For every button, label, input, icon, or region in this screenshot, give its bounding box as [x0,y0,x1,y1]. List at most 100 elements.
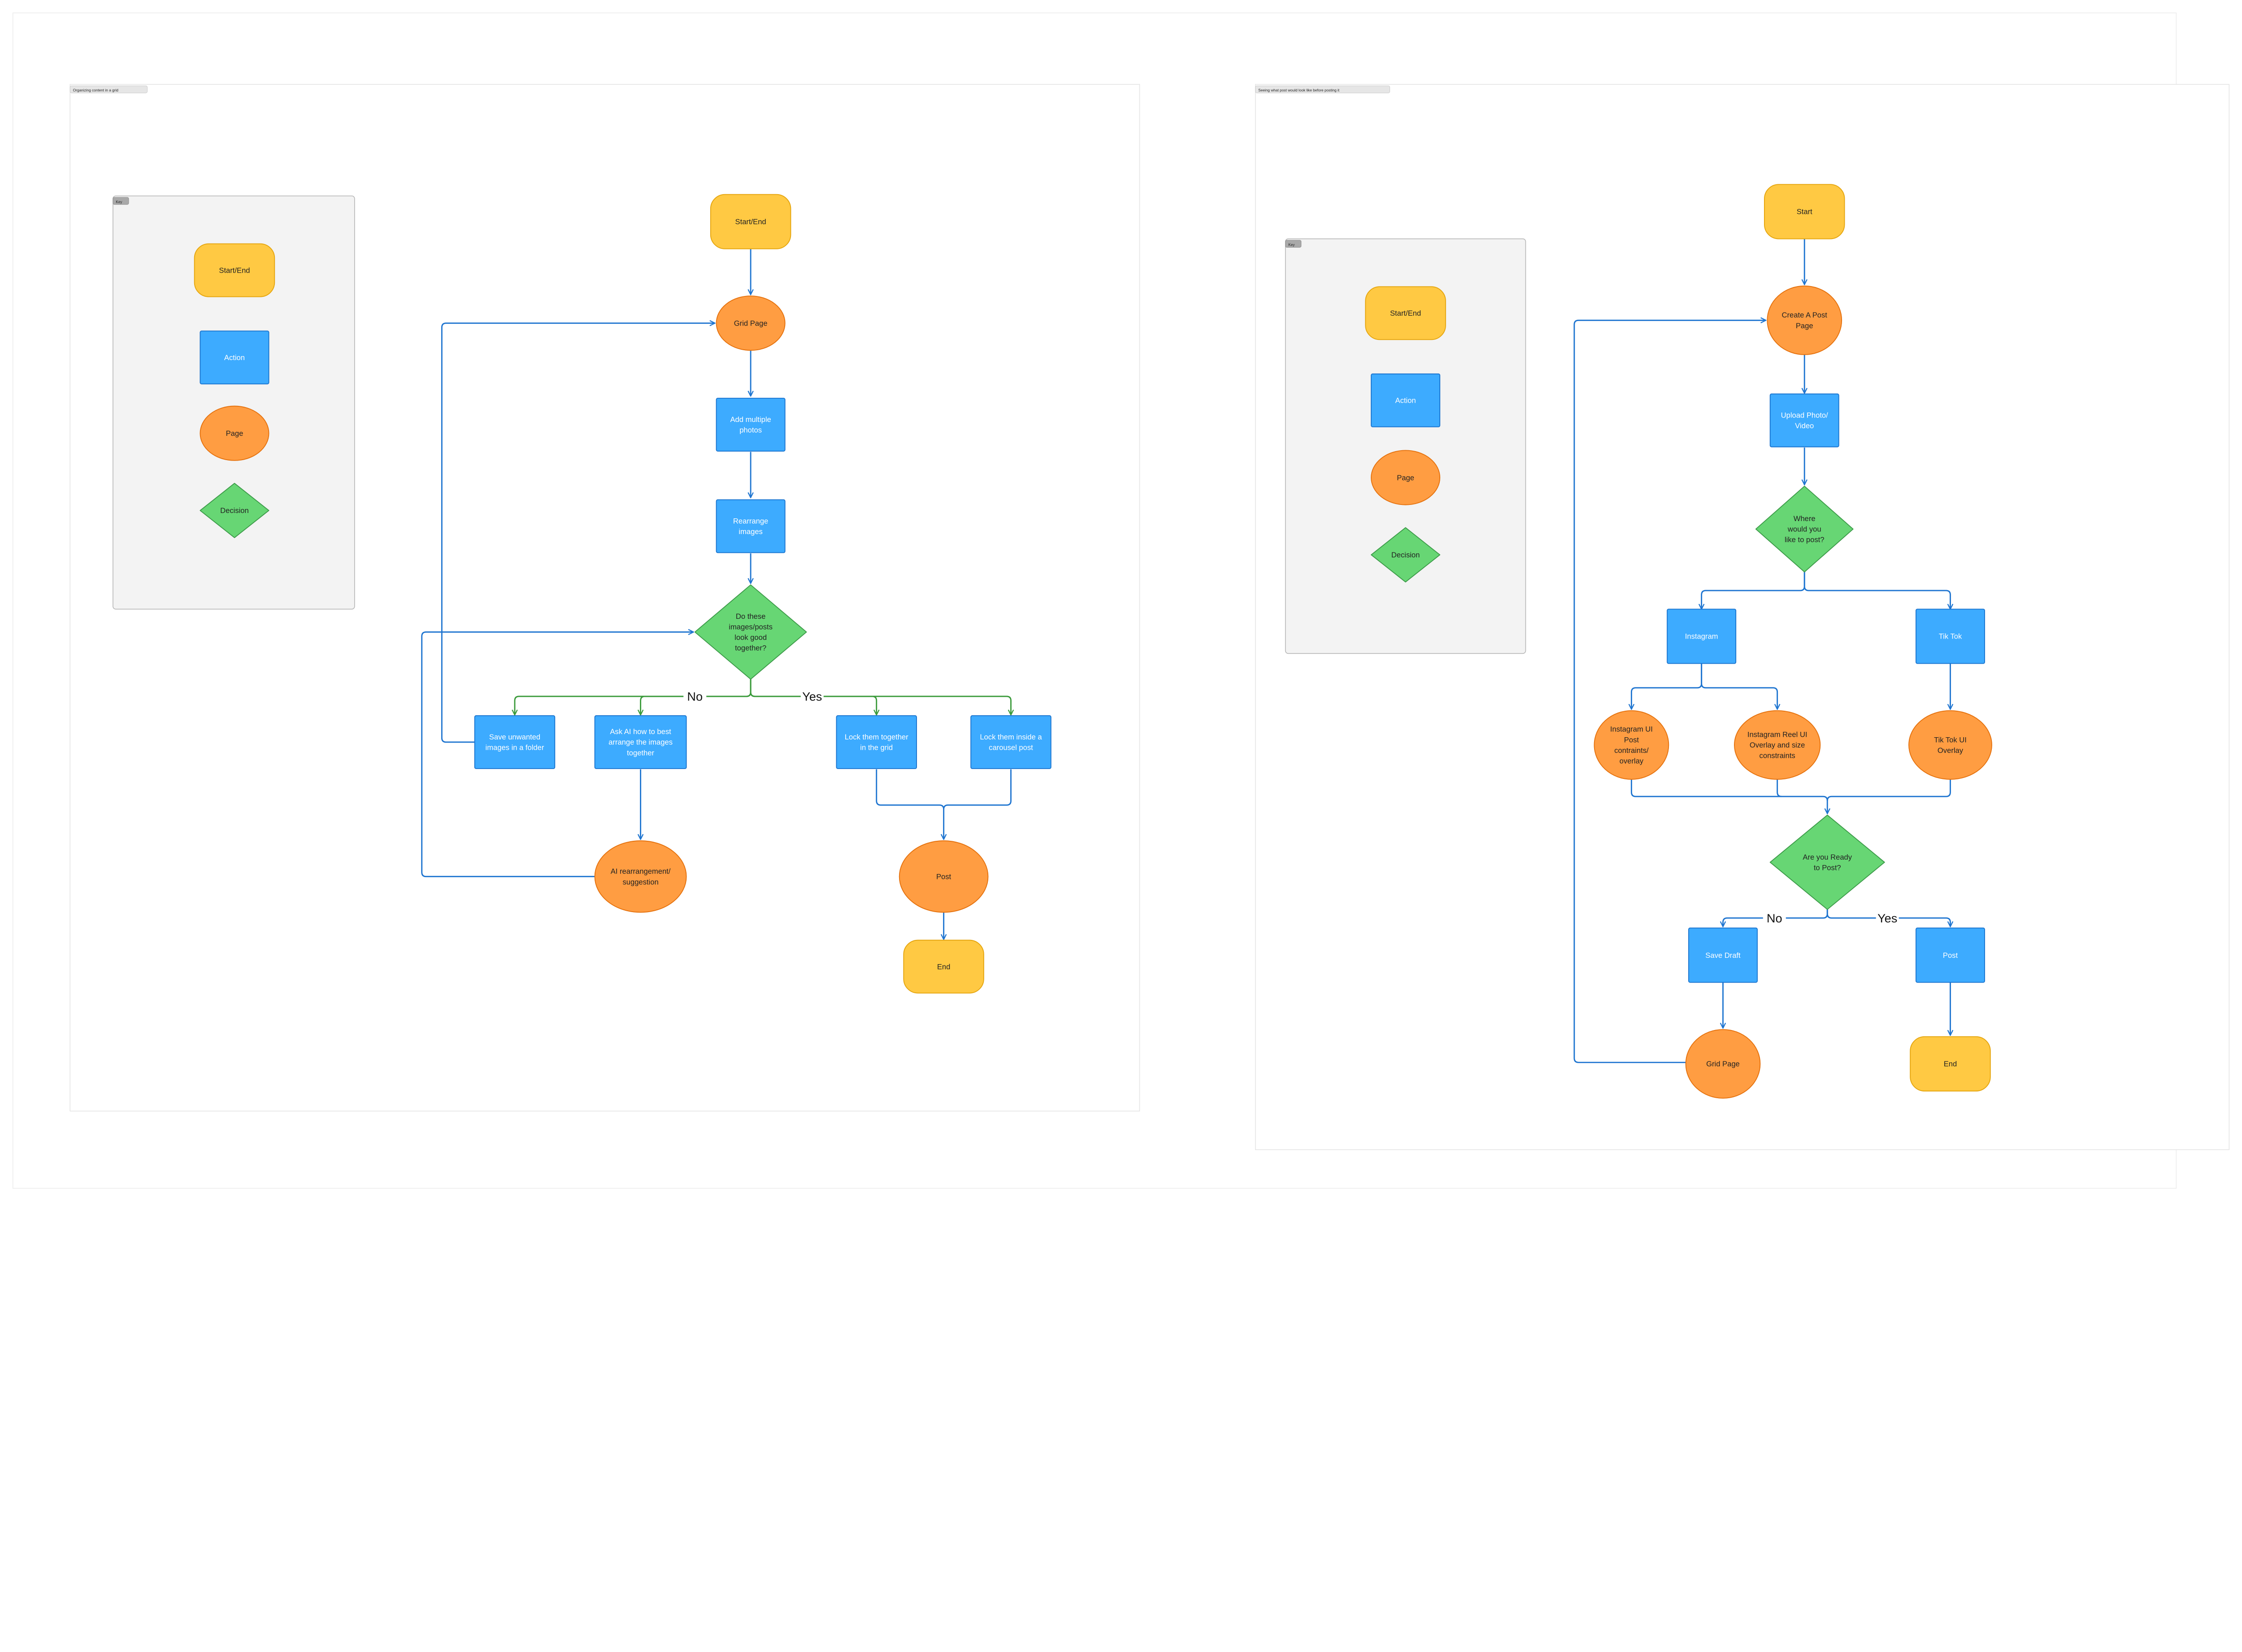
node-post[interactable]: Post [899,840,989,913]
node-post[interactable]: Post [1915,927,1985,983]
node-grid-page-shape [716,296,786,351]
branch-label-bg [683,689,707,704]
node-grid-page-label: Grid Page [1706,1060,1740,1068]
branch-label-bg [1763,911,1786,926]
connector-arrow[interactable] [441,323,715,743]
node-add-photos-label: photos [739,426,762,435]
node-instagram-label: Instagram [1685,632,1718,641]
key-start-end-label: Start/End [1390,309,1421,317]
connector-arrow[interactable] [1777,779,1782,797]
node-end[interactable]: End [903,939,984,994]
node-where-label: like to post? [1785,535,1824,544]
node-ready-label: to Post? [1814,863,1841,872]
key-page-label: Page [226,429,243,438]
node-lock-grid-shape [836,715,917,769]
node-lock-carousel-shape [970,715,1051,769]
key-decision[interactable]: Decision [1371,527,1441,583]
key-panel-2: Key [1285,238,1526,654]
node-end-label: End [937,962,951,971]
node-upload-label: Upload Photo/ [1781,411,1828,419]
connector-arrow[interactable] [943,769,1012,809]
key-start-end-label: Start/End [219,266,250,274]
key-page-shape [200,405,269,461]
node-add-photos-shape [716,398,786,452]
node-add-photos-label: Add multiple [730,415,771,424]
key-decision-shape [200,483,269,538]
node-tiktok[interactable]: Tik Tok [1915,609,1985,664]
key-page-label: Page [1397,474,1414,482]
node-upload-label: Video [1795,422,1814,430]
node-start[interactable]: Start/End [710,194,791,249]
node-ig-ui-label: Post [1624,735,1639,744]
node-tiktok-label: Tik Tok [1939,632,1962,641]
node-save-draft-label: Save Draft [1705,951,1741,960]
node-ai-suggestion-label: suggestion [622,878,658,886]
node-start-shape [1764,184,1845,239]
key-page[interactable]: Page [200,405,269,461]
node-grid-page[interactable]: Grid Page [1685,1029,1761,1099]
whiteboard-canvas[interactable]: Organizing content in a grid Seeing what… [0,0,2242,1201]
connector-arrow[interactable] [1826,779,1951,801]
node-ig-ui-label: Instagram UI [1610,725,1653,734]
connector-arrow[interactable] [1573,320,1766,1063]
node-ai-suggestion-label: AI rearrangement/ [611,867,671,876]
node-create-post-shape [1767,285,1842,355]
key-action-shape [1371,373,1441,427]
node-rearrange-label: images [739,527,762,536]
key-start-end[interactable]: Start/End [194,243,275,297]
key-action[interactable]: Action [200,330,269,385]
branch-label-bg [1876,911,1899,926]
node-create-post-label: Create A Post [1782,311,1828,319]
node-post-label: Post [936,872,952,881]
node-upload[interactable]: Upload Photo/Video [1769,393,1839,448]
node-look-good-label: together? [735,644,766,652]
node-post-shape [899,840,989,913]
branch-label-bg [800,689,824,704]
connector-arrow[interactable] [421,632,694,878]
key-action-label: Action [224,353,245,362]
node-instagram-shape [1667,609,1737,664]
node-end[interactable]: End [1910,1036,1991,1091]
connector-arrow[interactable] [1803,572,1950,609]
connector-arrow[interactable] [1701,663,1777,709]
node-lock-carousel-label: Lock them inside a [980,733,1042,741]
key-page[interactable]: Page [1371,450,1441,505]
key-decision[interactable]: Decision [200,483,269,538]
node-grid-page[interactable]: Grid Page [716,296,786,351]
node-ai-suggestion-shape [594,840,687,913]
node-add-photos[interactable]: Add multiple photos [716,398,786,452]
key-action[interactable]: Action [1371,373,1441,427]
node-ask-ai-label: together [627,748,654,757]
key-page-shape [1371,450,1441,505]
node-ig-ui-label: contraints/ [1614,746,1649,755]
connectors [421,239,1951,1063]
key-decision-shape [1371,527,1441,583]
node-start[interactable]: Start [1764,184,1845,239]
key-start-end[interactable]: Start/End [1365,286,1446,340]
node-save-unwanted-label: images in a folder [486,743,544,752]
node-save-draft-shape [1688,927,1758,983]
node-save-draft[interactable]: Save Draft [1688,927,1758,983]
node-ask-ai-label: Ask AI how to best [610,727,671,736]
branch-label-yes: Yes [802,689,822,703]
connector-arrow[interactable] [750,679,1011,715]
node-ready-shape [1769,814,1885,910]
node-end-shape [1910,1036,1991,1091]
node-grid-page-shape [1685,1029,1761,1099]
node-start-label: Start [1797,208,1812,216]
node-ai-suggestion[interactable]: AI rearrangement/suggestion [594,840,687,913]
key-label: Key [1288,242,1295,247]
node-instagram[interactable]: Instagram [1667,609,1737,664]
